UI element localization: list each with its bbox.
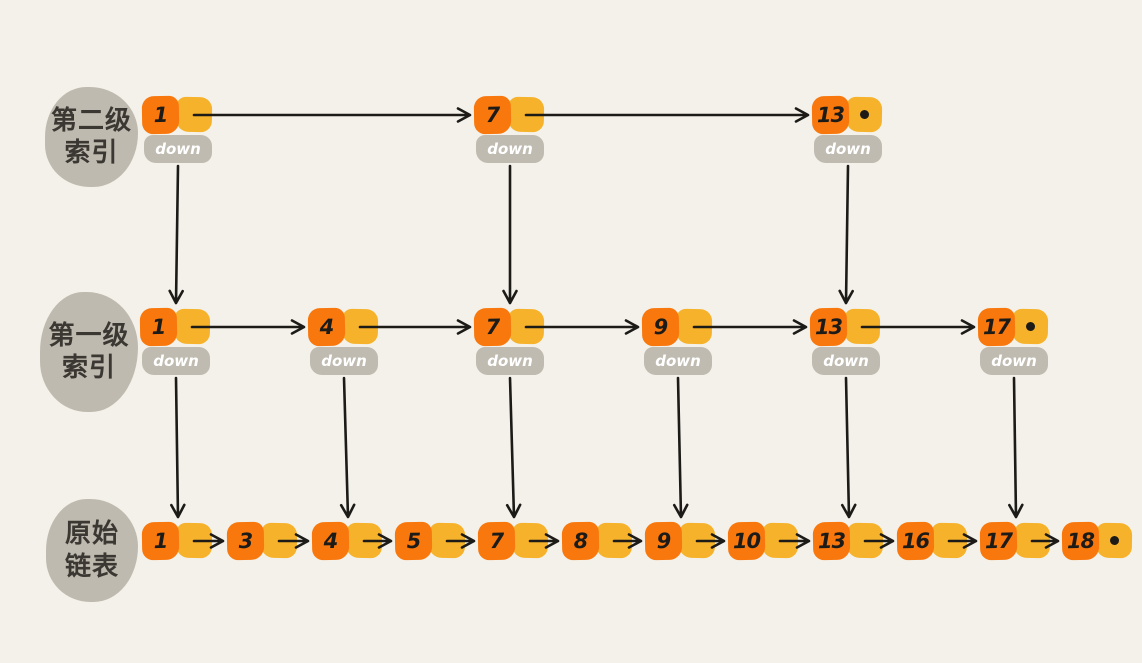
node-pointer-cell [595, 522, 633, 559]
node-original-list-18: 18 [1061, 521, 1133, 561]
node-original-list-4: 4 [311, 521, 383, 561]
node-value-cell: 10 [727, 521, 766, 561]
node-pointer-cell [511, 522, 549, 559]
null-pointer-dot [1025, 321, 1035, 332]
down-arrow-second-level-index-13 [838, 164, 854, 305]
node-value-cell: 7 [473, 95, 512, 135]
node-value-cell: 13 [812, 521, 851, 561]
node-second-level-index-7: 7 [473, 95, 545, 135]
node-value-cell: 17 [977, 307, 1016, 347]
node-value-cell: 18 [1061, 521, 1100, 561]
node-value-cell: 13 [811, 95, 850, 135]
node-original-list-16: 16 [896, 521, 968, 561]
node-original-list-7: 7 [477, 521, 549, 561]
node-value-cell: 17 [979, 521, 1018, 561]
down-arrow-second-level-index-7 [502, 164, 518, 305]
node-value-cell: 16 [896, 521, 935, 561]
node-value-cell: 7 [477, 521, 516, 561]
down-pointer-first-level-index-1: down [142, 347, 210, 375]
down-arrow-first-level-index-9 [672, 376, 689, 519]
node-pointer-cell [175, 522, 213, 559]
node-value-cell: 13 [809, 307, 848, 347]
node-first-level-index-13: 13 [809, 307, 881, 347]
down-arrow-first-level-index-4 [339, 376, 356, 519]
node-pointer-cell [507, 96, 545, 133]
down-pointer-first-level-index-4: down [310, 347, 378, 375]
node-value-cell: 4 [307, 307, 346, 347]
node-original-list-9: 9 [644, 521, 716, 561]
node-original-list-5: 5 [394, 521, 466, 561]
node-original-list-17: 17 [979, 521, 1051, 561]
down-pointer-second-level-index-1: down [144, 135, 212, 163]
row-label-line: 第一级 [48, 320, 130, 351]
node-pointer-cell [345, 522, 383, 559]
node-value-cell: 1 [141, 95, 180, 135]
down-arrow-first-level-index-7 [505, 376, 522, 519]
down-arrow-first-level-index-13 [840, 376, 857, 519]
node-first-level-index-4: 4 [307, 307, 379, 347]
row-label-line: 索引 [61, 353, 116, 383]
node-original-list-13: 13 [812, 521, 884, 561]
node-pointer-cell [675, 308, 713, 345]
node-pointer-cell [173, 308, 211, 345]
node-value-cell: 7 [473, 307, 512, 347]
down-pointer-first-level-index-13: down [812, 347, 880, 375]
row-label-line: 原始 [64, 519, 119, 549]
node-first-level-index-17: 17 [977, 307, 1049, 347]
node-value-cell: 8 [561, 521, 600, 561]
node-value-cell: 4 [311, 521, 350, 561]
node-pointer-cell [846, 522, 884, 559]
node-value-cell: 9 [644, 521, 683, 561]
node-pointer-cell [1095, 522, 1133, 559]
null-pointer-dot [859, 109, 869, 120]
down-pointer-first-level-index-17: down [980, 347, 1048, 375]
node-original-list-8: 8 [561, 521, 633, 561]
node-original-list-3: 3 [226, 521, 298, 561]
next-arrow-second-level-index-1-to-7 [192, 107, 472, 123]
node-original-list-1: 1 [141, 521, 213, 561]
node-first-level-index-1: 1 [139, 307, 211, 347]
node-pointer-cell [175, 96, 213, 133]
node-original-list-10: 10 [727, 521, 799, 561]
row-label-second-level-index: 第二级索引 [45, 87, 138, 187]
node-first-level-index-9: 9 [641, 307, 713, 347]
row-label-line: 第二级 [50, 105, 132, 136]
down-arrow-first-level-index-17 [1008, 376, 1024, 519]
down-arrow-first-level-index-1 [170, 376, 186, 519]
null-pointer-dot [1109, 535, 1119, 546]
node-pointer-cell [843, 308, 881, 345]
row-label-first-level-index: 第一级索引 [40, 292, 138, 412]
down-pointer-first-level-index-7: down [476, 347, 544, 375]
row-label-line: 链表 [64, 551, 119, 582]
node-second-level-index-13: 13 [811, 95, 883, 135]
node-pointer-cell [761, 522, 799, 559]
down-pointer-second-level-index-13: down [814, 135, 882, 163]
node-pointer-cell [507, 308, 545, 345]
next-arrow-second-level-index-7-to-13 [524, 107, 810, 123]
node-value-cell: 5 [394, 521, 433, 561]
node-value-cell: 3 [226, 521, 265, 561]
node-value-cell: 1 [141, 521, 180, 561]
row-label-line: 索引 [64, 138, 119, 168]
node-pointer-cell [1011, 308, 1049, 345]
node-second-level-index-1: 1 [141, 95, 213, 135]
node-pointer-cell [260, 522, 298, 559]
down-arrow-second-level-index-1 [168, 164, 184, 305]
node-pointer-cell [428, 522, 466, 559]
node-pointer-cell [1013, 522, 1051, 559]
row-label-original-list: 原始链表 [46, 499, 138, 602]
node-pointer-cell [845, 96, 883, 133]
node-pointer-cell [678, 522, 716, 559]
node-pointer-cell [930, 522, 968, 559]
node-pointer-cell [341, 308, 379, 345]
node-value-cell: 1 [139, 307, 178, 347]
down-pointer-first-level-index-9: down [644, 347, 712, 375]
node-value-cell: 9 [641, 307, 680, 347]
down-pointer-second-level-index-7: down [476, 135, 544, 163]
node-first-level-index-7: 7 [473, 307, 545, 347]
